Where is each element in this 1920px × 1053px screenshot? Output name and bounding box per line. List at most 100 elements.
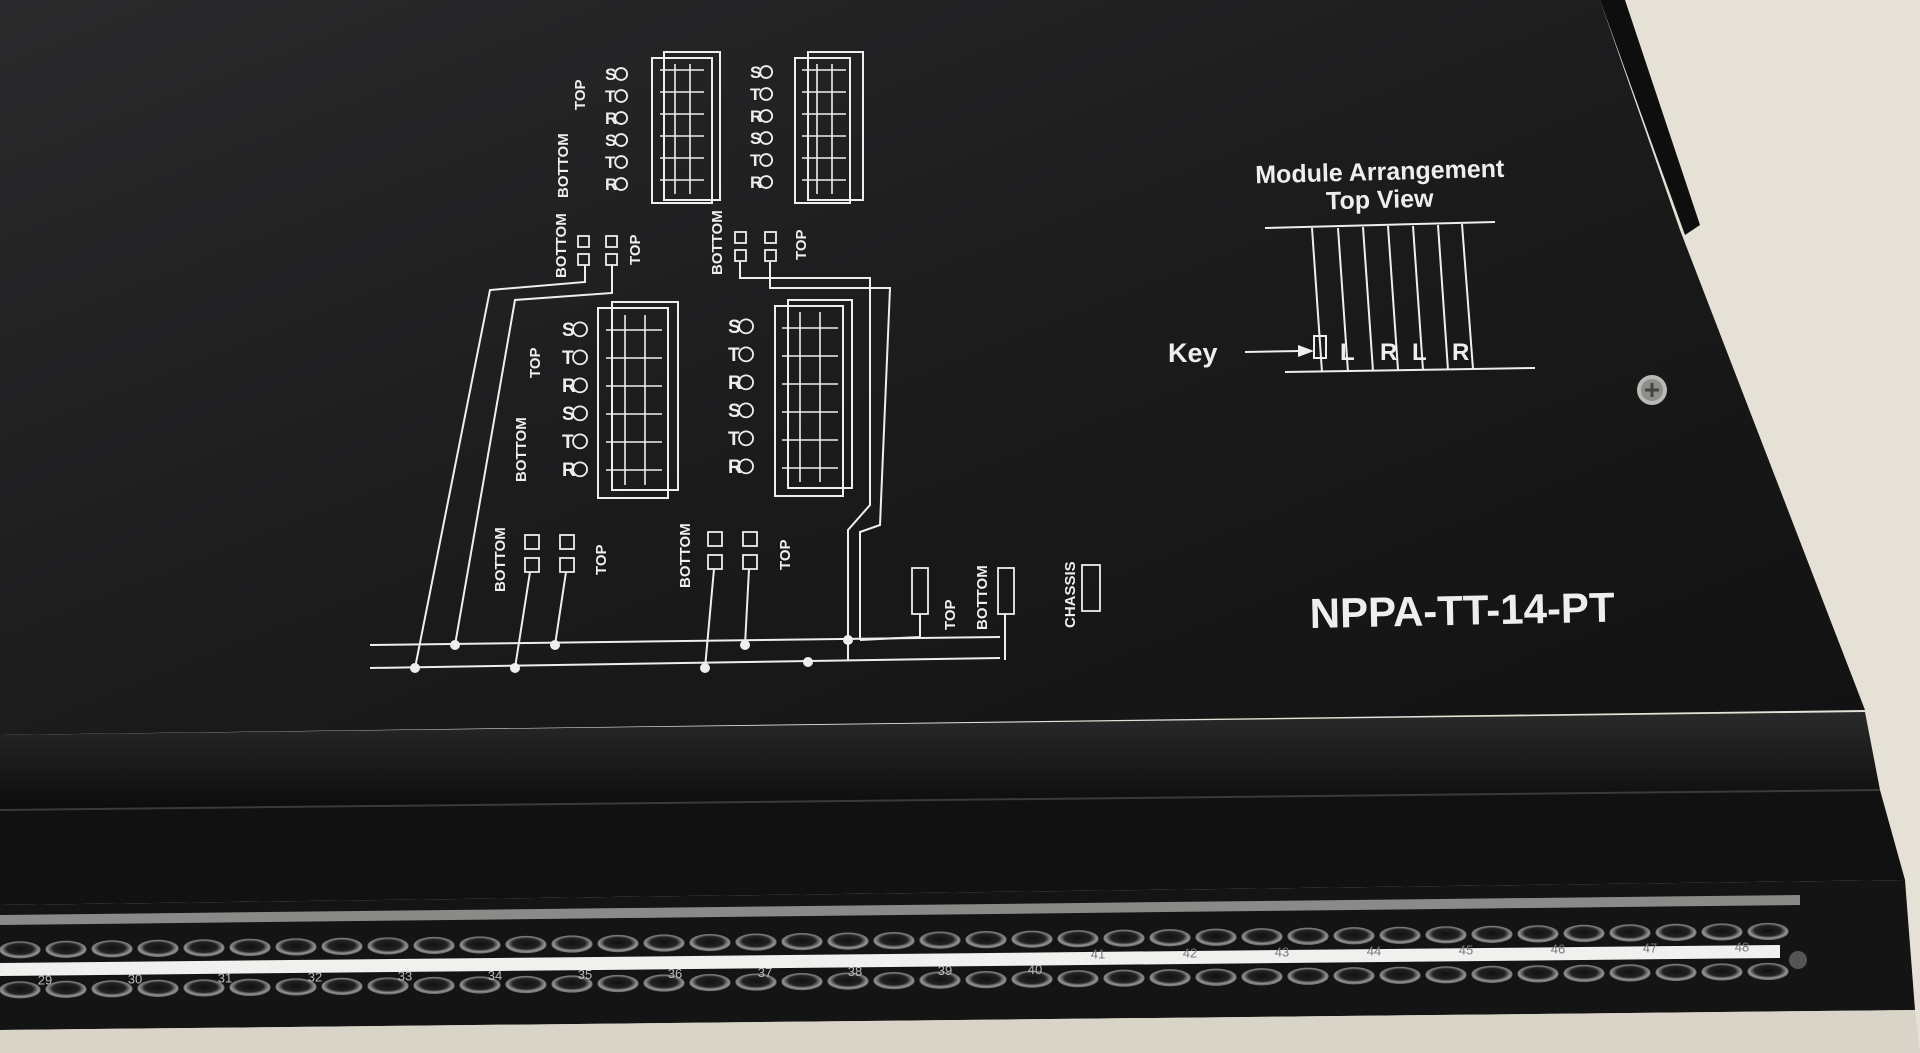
label-top-pad3: TOP [593,544,610,575]
terminal-letter-t: T [750,85,761,104]
label-bottom-lead: BOTTOM [974,565,991,630]
jack [597,934,639,953]
jack-number: 43 [1275,945,1289,960]
wire-mid-b [554,571,567,646]
jack-number: 33 [398,969,412,984]
terminal-circle [572,321,588,338]
slot-label-2: R [1380,339,1397,366]
label-bottom-pad1: BOTTOM [553,213,570,278]
schematic-labels: TOP BOTTOM BOTTOM TOP BOTTOM TOP TOP BOT… [492,79,1079,630]
jack [229,978,271,996]
terminal-circle [614,177,629,191]
wire-mid-a [514,571,531,669]
terminal-letter-t: T [605,87,616,106]
terminal-circle [614,133,629,147]
jack-number: 44 [1367,944,1381,959]
rail-seam [0,789,1881,811]
jack [1747,922,1789,941]
jack-number: 46 [1551,942,1565,957]
jack [689,933,731,952]
jack [781,972,823,991]
jack [275,938,317,956]
model-number: NPPA-TT-14-PT [1309,584,1615,637]
jack-number: 48 [1735,940,1749,955]
jack [919,931,961,949]
wire-right-a [739,262,871,660]
jack [781,932,823,951]
wire-mid-c [704,568,715,669]
jack [183,979,225,997]
jack [1379,926,1421,944]
jack [1701,963,1743,981]
front-rail-upper [0,712,1880,810]
wire-mid-d [744,568,750,646]
label-bottom-ul: BOTTOM [555,133,572,198]
terminal-circle [738,402,754,419]
terminal-letter-r: R [605,175,617,194]
terminal-circle [572,433,588,450]
junction-dots [410,635,853,673]
label-top-pad2: TOP [793,229,810,260]
terminal-letter-t: T [750,151,761,170]
jack [1517,965,1559,983]
module-upper-left [651,51,721,204]
jack [1195,968,1237,986]
jack [1609,964,1651,982]
label-top-ul: TOP [572,79,589,110]
jack [1011,930,1053,948]
terminal-circle [738,458,754,475]
terminal-letter-s: S [750,63,761,82]
terminal-circle [572,461,588,478]
jack [873,972,915,990]
arrangement-title-1: Module Arrangement [1255,155,1505,190]
wire-top-lead [859,614,921,641]
terminal-circle [614,89,629,103]
jack [1195,928,1237,946]
jack [1517,925,1559,943]
jack [1149,969,1191,987]
bus-line-2 [369,657,1001,669]
jack [1057,970,1099,988]
jack [367,937,409,955]
jack [1609,924,1651,942]
jack [1241,928,1283,946]
jack [1471,925,1513,943]
terminal-letter-r: R [750,107,762,126]
terminal-letter-t: T [562,348,574,369]
jack-number: 42 [1183,946,1197,961]
wire-left-inner [454,265,613,646]
module-upper-right [794,51,864,204]
jack [1655,923,1697,942]
jack [1379,966,1421,984]
jack [505,975,547,994]
terminal-letter-s: S [728,317,741,338]
wiring-schematic [369,51,1101,669]
jack-row-lower [0,962,1789,999]
jack [275,978,317,996]
wire-left-outer [414,265,586,669]
arrow-right-icon [1298,345,1314,357]
terminal-circle [738,430,754,447]
jack-number: 35 [578,967,592,982]
jack [965,931,1007,949]
panel-side-edge [1600,0,1700,235]
jack [827,932,869,950]
jack [91,940,133,958]
terminal-circle [738,374,754,391]
terminal-circle [614,111,629,125]
pads-lower [524,531,1101,615]
terminal-circle [738,346,754,363]
label-top-ll: TOP [527,347,544,378]
terminal-circle [614,67,629,81]
panel-top-surface [0,0,1865,735]
terminal-circle [759,65,774,79]
jack [551,975,593,993]
front-rail-lower [0,790,1905,905]
jack-number: 38 [848,964,862,979]
terminal-letter-s: S [562,404,575,425]
shelf-bottom [0,1010,1920,1053]
jack [413,976,455,995]
